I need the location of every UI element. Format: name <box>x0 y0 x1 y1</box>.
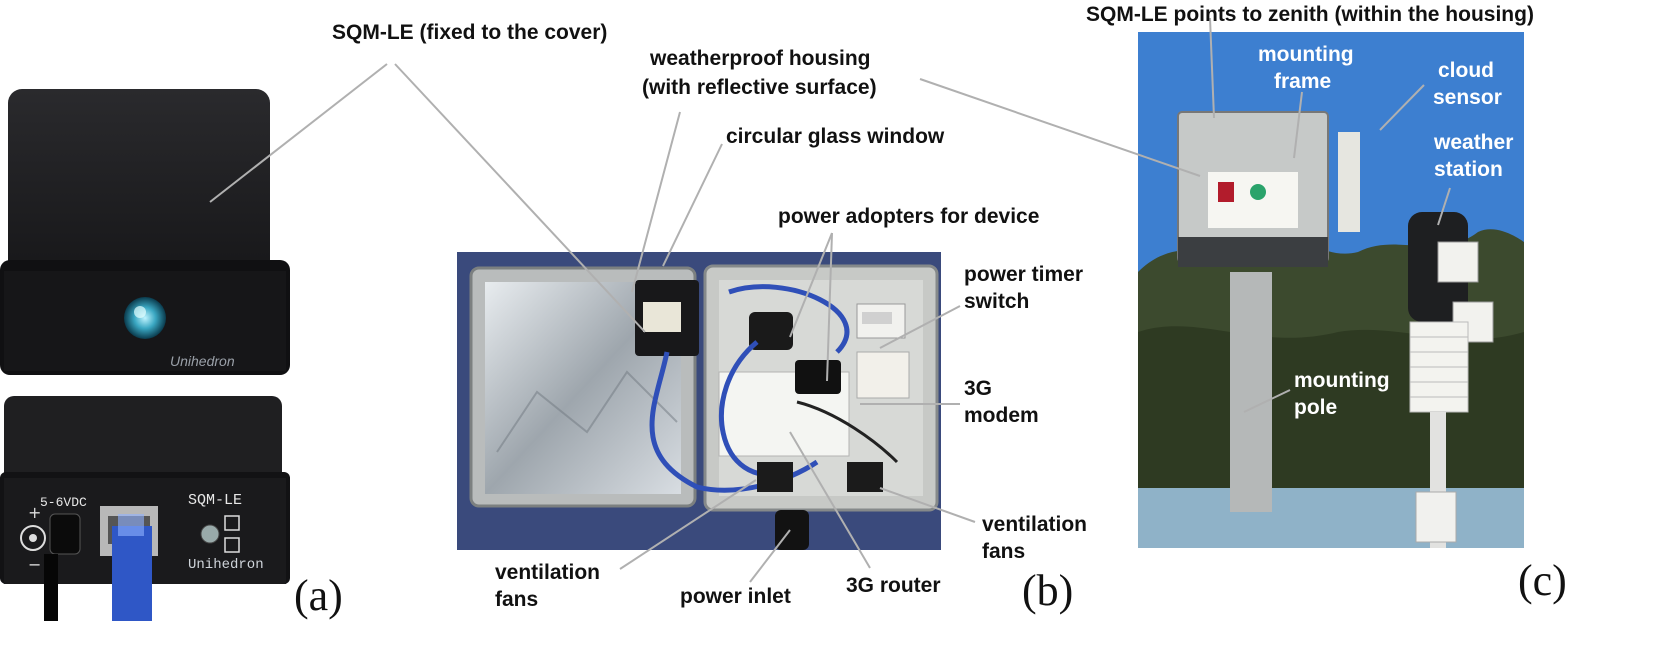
label-3g-router: 3G router <box>846 574 941 597</box>
label-housing-line2: (with reflective surface) <box>642 76 877 99</box>
modem-box <box>856 351 910 399</box>
label-housing-line1: weatherproof housing <box>650 47 871 70</box>
label-modem-line1: 3G <box>964 377 993 400</box>
label-fans-right-line2: fans <box>982 540 1026 563</box>
label-zenith: SQM-LE points to zenith (within the hous… <box>1086 3 1534 26</box>
label-weather-station-line1: weather <box>1434 131 1514 154</box>
photo-open-housing <box>457 252 941 550</box>
label-fans-right-line1: ventilation <box>982 513 1088 536</box>
label-power-timer-line1: power timer <box>964 263 1084 286</box>
label-sqm-cover: SQM-LE (fixed to the cover) <box>332 21 608 44</box>
label-modem-line2: modem <box>964 404 1039 427</box>
svg-text:−: − <box>28 555 41 574</box>
label-mounting-frame-line1: mounting <box>1258 43 1354 66</box>
label-mounting-pole-line1: mounting <box>1294 369 1390 392</box>
device-port-label: 5-6VDC <box>40 495 87 510</box>
station-box <box>1415 491 1457 543</box>
dc-jack-icon <box>20 525 46 551</box>
photo-sqm-device-top: Unihedron <box>0 85 290 375</box>
svg-text:+: + <box>28 503 41 522</box>
power-adapter-2 <box>795 360 841 394</box>
photo-outdoor-installation <box>1138 32 1524 548</box>
label-power-timer-line2: switch <box>964 290 1030 313</box>
device-top-brand: Unihedron <box>170 353 235 369</box>
rooftop-wall <box>1138 488 1524 548</box>
label-weather-station-line2: station <box>1434 158 1503 181</box>
label-mounting-frame-line2: frame <box>1274 70 1332 93</box>
label-fans-left-line2: fans <box>495 588 539 611</box>
lens-icon <box>124 297 166 339</box>
cloud-sensor <box>1338 132 1360 232</box>
panel-letter-b: (b) <box>1022 566 1074 615</box>
label-cloud-sensor-line1: cloud <box>1438 59 1494 82</box>
black-power-cable <box>44 554 58 621</box>
power-adapter-1 <box>749 312 793 350</box>
label-glass-window: circular glass window <box>726 125 945 148</box>
panel-letter-a: (a) <box>294 571 343 620</box>
blue-ethernet-cable <box>112 526 152 621</box>
label-power-inlet: power inlet <box>680 585 791 608</box>
label-power-adopters: power adopters for device <box>778 205 1040 228</box>
fan-right <box>847 462 883 492</box>
label-mounting-pole-line2: pole <box>1294 396 1338 419</box>
photo-sqm-device-back: 5-6VDC SQM-LE Unihedron + − <box>0 396 290 621</box>
toggle-switch-icon <box>200 524 220 544</box>
panel-letter-c: (c) <box>1518 556 1567 605</box>
label-cloud-sensor-line2: sensor <box>1433 86 1502 109</box>
fan-left <box>757 462 793 492</box>
device-bottom-brand: Unihedron <box>188 557 264 573</box>
device-model-label: SQM-LE <box>188 492 242 509</box>
mounting-pole <box>1230 272 1272 512</box>
label-fans-left-line1: ventilation <box>495 561 601 584</box>
